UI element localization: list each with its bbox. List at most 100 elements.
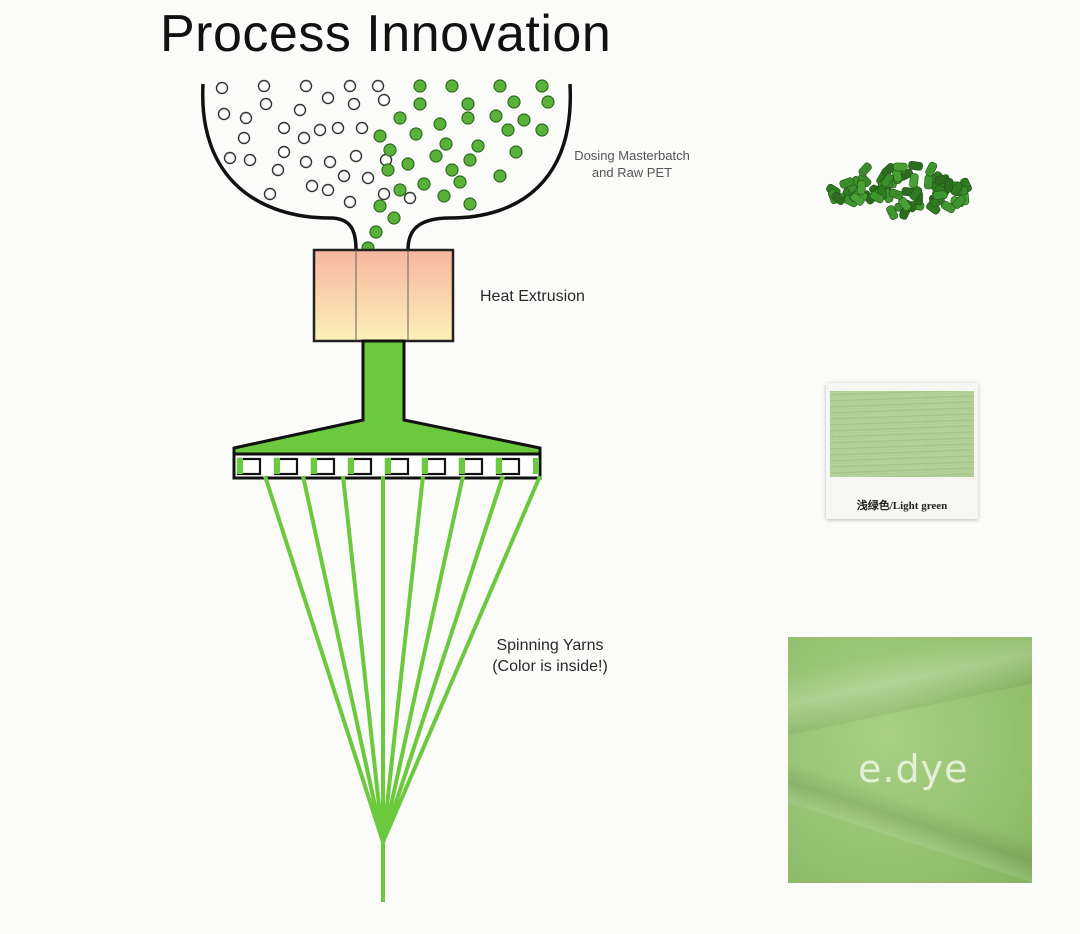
raw-pet-pellet	[297, 131, 311, 145]
masterbatch-pellet	[541, 95, 555, 109]
masterbatch-granule	[924, 174, 934, 190]
dosing-label: Dosing Masterbatch and Raw PET	[552, 148, 712, 182]
masterbatch-pellet	[387, 211, 401, 225]
raw-pet-pellet	[299, 155, 313, 169]
masterbatch-pellet	[509, 145, 523, 159]
masterbatch-pellet	[369, 225, 383, 239]
edye-logo: e.dye	[858, 747, 969, 791]
dosing-label-line1: Dosing Masterbatch	[574, 148, 690, 163]
masterbatch-pellet	[463, 153, 477, 167]
masterbatch-pellet	[493, 79, 507, 93]
masterbatch-granule	[941, 200, 956, 214]
light-green-yarn-card-photo: 浅绿色/Light green	[826, 383, 978, 519]
masterbatch-pellet	[493, 169, 507, 183]
yarn-strand	[263, 475, 385, 843]
masterbatch-pellet	[373, 199, 387, 213]
masterbatch-granule	[925, 161, 938, 177]
masterbatch-granule	[886, 205, 899, 220]
raw-pet-pellet	[349, 149, 363, 163]
spinning-label-line2: (Color is inside!)	[492, 657, 608, 675]
masterbatch-pellet	[471, 139, 485, 153]
spinneret-gap	[422, 458, 428, 474]
masterbatch-granule	[850, 192, 865, 206]
masterbatch-pellet	[429, 149, 443, 163]
raw-pet-pellet	[263, 187, 277, 201]
masterbatch-pellet	[393, 111, 407, 125]
raw-pet-pellet	[305, 179, 319, 193]
masterbatch-pellet	[401, 157, 415, 171]
raw-pet-pellet	[343, 195, 357, 209]
raw-pet-pellet	[299, 79, 313, 93]
raw-pet-pellet	[239, 111, 253, 125]
masterbatch-pellets-photo	[826, 160, 972, 220]
spinning-label-line1: Spinning Yarns	[496, 637, 604, 654]
raw-pet-pellet	[337, 169, 351, 183]
masterbatch-granule	[943, 177, 954, 193]
masterbatch-pellet	[445, 79, 459, 93]
raw-pet-pellet	[215, 81, 229, 95]
masterbatch-pellet	[433, 117, 447, 131]
masterbatch-granule	[856, 180, 866, 195]
yarn-strand	[301, 475, 385, 843]
masterbatch-granule	[908, 160, 923, 171]
masterbatch-granule	[892, 162, 908, 172]
masterbatch-pellet	[437, 189, 451, 203]
yarn-strand	[381, 475, 425, 843]
yarn-strands	[263, 475, 542, 843]
masterbatch-granule	[869, 191, 885, 204]
spinneret-gap	[237, 458, 243, 474]
masterbatch-pellet	[501, 123, 515, 137]
spinneret-gap	[533, 458, 539, 474]
raw-pet-pellet	[377, 187, 391, 201]
raw-pet-pellet	[293, 103, 307, 117]
masterbatch-pellet	[461, 97, 475, 111]
masterbatch-pellet	[463, 197, 477, 211]
raw-pet-pellet	[243, 153, 257, 167]
masterbatch-pellet	[393, 183, 407, 197]
masterbatch-pellet	[507, 95, 521, 109]
masterbatch-pellet	[535, 79, 549, 93]
raw-pet-pellet	[321, 91, 335, 105]
spinneret-gap	[348, 458, 354, 474]
raw-pet-pellet	[257, 79, 271, 93]
masterbatch-pellet	[517, 113, 531, 127]
extruder-stem	[232, 339, 542, 460]
wound-yarn	[830, 391, 974, 477]
raw-pet-pellet	[217, 107, 231, 121]
masterbatch-pellet	[413, 97, 427, 111]
masterbatch-pellet	[445, 163, 459, 177]
masterbatch-granule	[932, 190, 948, 200]
spinneret-gap	[311, 458, 317, 474]
raw-pet-pellet	[259, 97, 273, 111]
masterbatch-pellet	[535, 123, 549, 137]
spinneret-gap	[274, 458, 280, 474]
yarn-strand	[381, 475, 542, 843]
masterbatch-granule	[858, 162, 872, 177]
masterbatch-granule	[909, 173, 919, 189]
spinneret-gap	[496, 458, 502, 474]
spinneret-gap	[385, 458, 391, 474]
raw-pet-pellet	[331, 121, 345, 135]
heat-extrusion-box	[312, 248, 455, 343]
pellets-in-hopper	[215, 79, 555, 305]
masterbatch-pellet	[413, 79, 427, 93]
raw-pet-pellet	[355, 121, 369, 135]
raw-pet-pellet	[323, 155, 337, 169]
raw-pet-pellet	[371, 79, 385, 93]
yarn-strand	[381, 475, 465, 843]
masterbatch-pellet	[409, 127, 423, 141]
spinneret-gap	[459, 458, 465, 474]
raw-pet-pellet	[277, 121, 291, 135]
raw-pet-pellet	[321, 183, 335, 197]
masterbatch-pellet	[417, 177, 431, 191]
hopper-outline	[201, 83, 572, 251]
masterbatch-granule	[950, 181, 963, 197]
raw-pet-pellet	[377, 93, 391, 107]
masterbatch-pellet	[439, 137, 453, 151]
raw-pet-pellet	[277, 145, 291, 159]
raw-pet-pellet	[237, 131, 251, 145]
masterbatch-pellet	[381, 163, 395, 177]
masterbatch-granule	[909, 186, 923, 201]
raw-pet-pellet	[361, 171, 375, 185]
yarn-color-tag: 浅绿色/Light green	[856, 500, 948, 512]
